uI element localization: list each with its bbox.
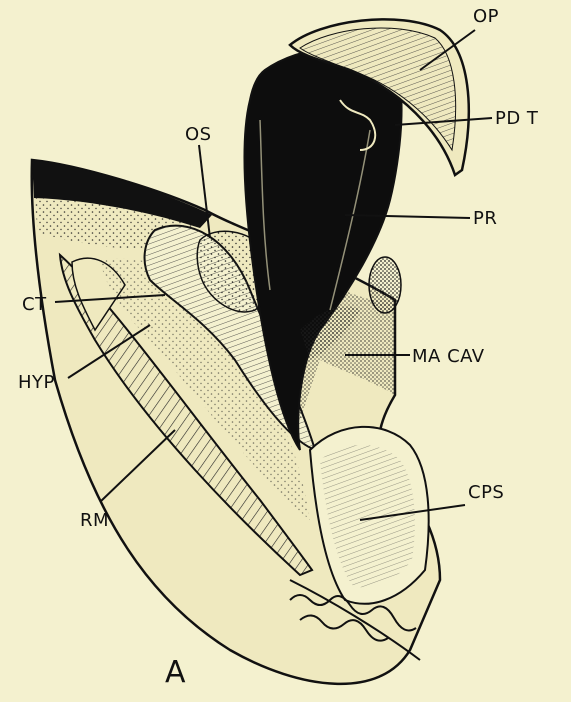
label-os: OS: [185, 124, 212, 145]
label-cps: CPS: [468, 482, 504, 503]
panel-letter: A: [165, 655, 186, 690]
label-hyp: HYP: [18, 372, 55, 393]
label-macav: MA CAV: [412, 346, 485, 367]
label-rm: RM: [80, 510, 109, 531]
label-pdt: PD T: [495, 108, 539, 129]
label-ct: CT: [22, 294, 47, 315]
label-pr: PR: [473, 208, 497, 229]
label-op: OP: [473, 6, 499, 27]
